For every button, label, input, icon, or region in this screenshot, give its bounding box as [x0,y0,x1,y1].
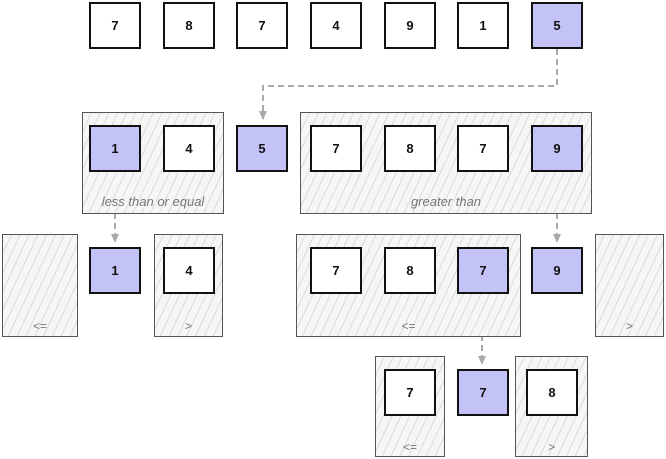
partition-label: > [625,319,633,333]
partition-empty-gt: > [595,234,664,337]
pivot-cell: 5 [236,125,288,172]
pivot-arrow-level1 [259,49,558,120]
partition-empty-le: <= [2,234,78,337]
array-cell: 7 [236,2,288,49]
array-cell: 7 [457,125,509,172]
array-cell: 4 [163,125,215,172]
array-cell: 9 [384,2,436,49]
array-cell: 8 [526,369,578,416]
pivot-cell: 7 [457,369,509,416]
partition-label: <= [402,440,417,454]
array-cell: 1 [457,2,509,49]
array-cell: 7 [310,125,362,172]
pivot-cell: 9 [531,247,583,294]
pivot-cell: 1 [89,125,141,172]
pivot-cell: 7 [457,247,509,294]
partition-label: <= [401,319,416,333]
array-cell: 7 [310,247,362,294]
partition-label: greater than [410,194,482,209]
array-cell: 4 [163,247,215,294]
pivot-cell: 9 [531,125,583,172]
partition-label: > [184,319,192,333]
pivot-cell: 5 [531,2,583,49]
array-cell: 8 [384,125,436,172]
array-cell: 7 [384,369,436,416]
partition-label: <= [32,319,47,333]
partition-label: less than or equal [101,194,205,209]
array-cell: 8 [384,247,436,294]
pivot-cell: 1 [89,247,141,294]
partition-label: > [547,440,555,454]
array-cell: 8 [163,2,215,49]
array-cell: 4 [310,2,362,49]
array-cell: 7 [89,2,141,49]
